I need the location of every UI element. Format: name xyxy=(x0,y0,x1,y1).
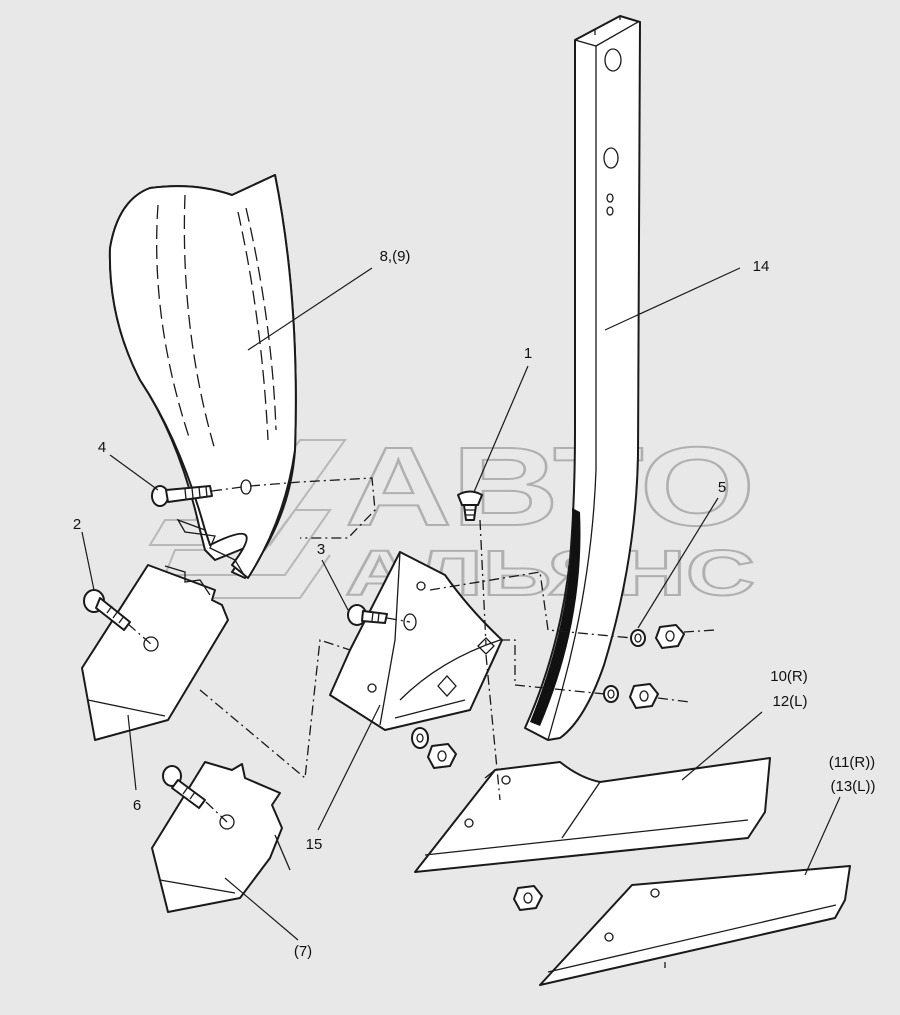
bracket-square-hole-2 xyxy=(477,637,495,655)
callout-5: 5 xyxy=(718,479,726,496)
part-7-point xyxy=(151,761,291,913)
bracket-hole-lower xyxy=(367,683,377,693)
shank-hole-small-1 xyxy=(606,193,614,203)
bolt-7-icon xyxy=(162,765,206,809)
nut-wing-icon xyxy=(513,885,543,911)
callout-labels: 1 2 3 4 5 6 (7) 8,(9) 10(R) 12(L) (11(R)… xyxy=(73,248,876,960)
bracket-square-hole xyxy=(437,675,457,697)
wing11-hole-2 xyxy=(604,932,614,942)
washer-nut-5-upper-icon xyxy=(630,624,685,649)
callout-15: 15 xyxy=(306,836,323,853)
callout-1: 1 xyxy=(524,345,532,362)
shank-hole-top xyxy=(604,48,622,72)
part-10-wing-share xyxy=(414,757,771,873)
washer-nut-15-icon xyxy=(411,727,457,769)
wing11-hole-1 xyxy=(650,888,660,898)
wing-hole-2 xyxy=(464,818,474,828)
callout-13: (13(L)) xyxy=(830,778,875,795)
assembly-lines xyxy=(127,477,716,823)
part-15-bracket xyxy=(329,551,503,731)
part-6-point xyxy=(81,564,229,741)
wing-hole-1 xyxy=(501,775,511,785)
callout-2: 2 xyxy=(73,516,81,533)
callout-14: 14 xyxy=(753,258,770,275)
point7-bolt-hole xyxy=(219,814,235,830)
bolt-4-icon xyxy=(151,479,252,507)
callout-12: 12(L) xyxy=(772,693,807,710)
callout-3: 3 xyxy=(317,541,325,558)
callout-11: (11(R)) xyxy=(829,754,875,771)
callout-4: 4 xyxy=(98,439,106,456)
shank-hole-small-2 xyxy=(606,206,614,216)
callout-6: 6 xyxy=(133,797,141,814)
watermark-line1: АВТО xyxy=(345,424,755,549)
part-11-wing-share xyxy=(539,865,851,986)
callout-10: 10(R) xyxy=(770,668,808,685)
bolt-3-icon xyxy=(347,604,417,631)
callout-8: 8,(9) xyxy=(380,248,411,265)
watermark: АВТО АЛЬЯНС xyxy=(148,423,756,610)
leader-lines xyxy=(81,267,841,941)
point-bolt-hole xyxy=(143,636,159,652)
bracket-hole-top xyxy=(416,581,426,591)
part-14-shank xyxy=(524,15,641,741)
callout-7: (7) xyxy=(294,943,312,960)
shank-hole-middle xyxy=(603,147,619,169)
part-8-moldboard xyxy=(108,174,297,579)
washer-nut-5-lower-icon xyxy=(603,683,659,709)
